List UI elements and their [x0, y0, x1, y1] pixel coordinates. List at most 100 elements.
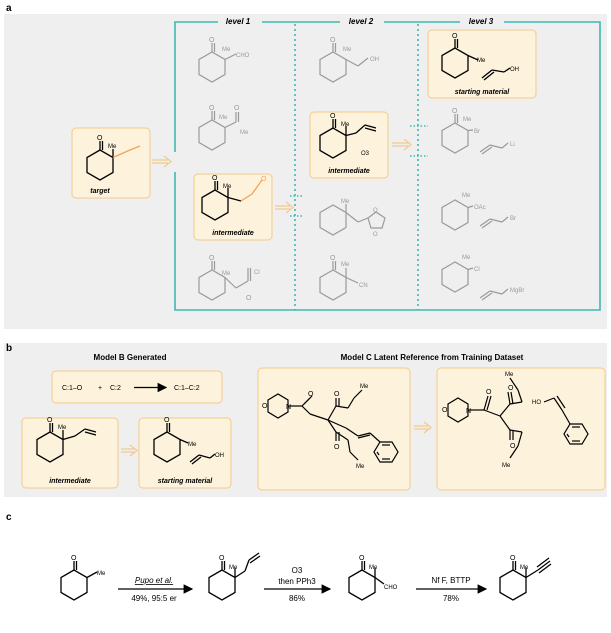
- teal-dots-1: [290, 195, 304, 217]
- target-label: target: [90, 188, 110, 195]
- retro-arrow-3: [392, 138, 412, 151]
- l3a-me: Me: [477, 58, 486, 64]
- l3b-me: Me: [463, 117, 472, 123]
- model-b-intermediate-label: intermediate: [49, 478, 91, 485]
- l1c-me: Me: [223, 184, 232, 190]
- level3-starting-material: [441, 39, 511, 81]
- l2a-me: Me: [343, 47, 352, 53]
- level2-intermediate: [319, 119, 377, 159]
- step2-reagent-2: then PPh3: [278, 577, 316, 586]
- level1-intermediate: [201, 179, 263, 221]
- level2-o3: O3: [361, 151, 370, 157]
- c-sm-o: O: [71, 555, 77, 562]
- level2-nitrile: [319, 261, 359, 301]
- mc2-o-amide: O: [486, 389, 492, 396]
- mc1-me-1: Me: [360, 384, 369, 390]
- c-ald-cho: CHO: [384, 585, 398, 591]
- panel-a-letter: a: [6, 3, 12, 14]
- target-o: O: [97, 135, 103, 142]
- formula-c1c2: C:1–C:2: [174, 385, 200, 392]
- l1c-o2: O: [261, 176, 267, 183]
- step1-conditions: 49%, 95:5 er: [131, 594, 177, 603]
- level-1-label: level 1: [226, 17, 251, 26]
- l2a-oh: OH: [370, 57, 379, 63]
- level1-intermediate-label: intermediate: [212, 230, 254, 237]
- starting-material-label: starting material: [455, 89, 511, 96]
- mc2-me-1: Me: [505, 372, 514, 378]
- retro-arrow-2: [275, 201, 294, 214]
- l1a-me: Me: [222, 47, 231, 53]
- scheme-c-sm: [60, 561, 98, 601]
- l2c-o2: O: [373, 232, 378, 238]
- l2d-cn: CN: [359, 283, 368, 289]
- mc1-me-2: Me: [356, 464, 365, 470]
- mb-sm-me: Me: [188, 442, 197, 448]
- mc2-o-1: O: [508, 385, 514, 392]
- level3-bromide: [441, 114, 509, 155]
- mc1-o-1: O: [334, 391, 340, 398]
- l3a-o: O: [452, 33, 458, 40]
- starting-material-box: [427, 29, 537, 99]
- panel-b-letter: b: [6, 343, 12, 354]
- l2b-o: O: [330, 113, 336, 120]
- step3-yield: 78%: [443, 594, 459, 603]
- level1-aldehyde: [198, 43, 237, 83]
- step2-reagent-1: O3: [292, 566, 303, 575]
- l2c-o1: O: [373, 208, 378, 214]
- level2-alcohol: [319, 43, 369, 83]
- mc2-me-2: Me: [502, 463, 511, 469]
- level-frame: [174, 21, 601, 311]
- l2d-o: O: [330, 255, 336, 262]
- l2a-o: O: [330, 37, 336, 44]
- model-b-intermediate: [36, 423, 97, 463]
- l1b-me: Me: [219, 115, 228, 121]
- level3-acetate: [441, 199, 509, 231]
- c-ald-o: O: [359, 555, 365, 562]
- formula-c1o: C:1–O: [62, 385, 83, 392]
- l3c-oac: OAc: [474, 205, 486, 211]
- l1d-o2: O: [246, 295, 252, 302]
- l1a-cho: CHO: [236, 53, 250, 59]
- target-box: [71, 127, 151, 199]
- step3-reagent: Nf F, BTTP: [431, 576, 470, 585]
- mb-int-o: O: [47, 417, 53, 424]
- level2-dioxolane: [319, 204, 386, 236]
- step2-yield: 86%: [289, 594, 305, 603]
- mb-sm-o: O: [164, 417, 170, 424]
- target-molecule: [86, 141, 141, 181]
- mc1-o-2: O: [334, 444, 340, 451]
- mb-sm-oh: OH: [215, 453, 224, 459]
- l3b-li: Li: [510, 142, 515, 148]
- mc1-o-morph: O: [262, 403, 268, 410]
- c-allyl-o: O: [219, 555, 225, 562]
- level-3-label: level 3: [469, 17, 494, 26]
- target-me: Me: [108, 144, 117, 150]
- teal-dots-2: [410, 125, 428, 157]
- c-ald-me: Me: [369, 565, 378, 571]
- l1b-me2: Me: [240, 130, 249, 136]
- mc2-o-2: O: [510, 443, 516, 450]
- l1d-o: O: [209, 255, 215, 262]
- level3-grignard: [441, 261, 509, 301]
- model-b-starting-material: [153, 423, 216, 465]
- l1b-o2: O: [234, 105, 240, 112]
- c-allyl-me: Me: [229, 565, 238, 571]
- step1-reagent: Pupo et al.: [135, 576, 173, 585]
- l2d-me: Me: [341, 262, 350, 268]
- mb-int-me: Me: [58, 425, 67, 431]
- l3d-mgbr: MgBr: [510, 288, 524, 294]
- model-c-title: Model C Latent Reference from Training D…: [341, 353, 524, 362]
- mc2-n: N: [466, 408, 471, 415]
- scheme-c-allyl: [208, 552, 261, 601]
- l1c-o: O: [212, 175, 218, 182]
- l1d-me: Me: [222, 271, 231, 277]
- level-2-label: level 2: [349, 17, 374, 26]
- model-b-sm-label: starting material: [158, 478, 214, 485]
- l2b-me: Me: [341, 122, 350, 128]
- model-c-reactants-box: [436, 367, 606, 491]
- l3a-oh: OH: [510, 67, 519, 73]
- l3c-br: Br: [510, 216, 516, 222]
- level2-intermediate-label: intermediate: [328, 168, 370, 175]
- l1d-cl: Cl: [254, 270, 260, 276]
